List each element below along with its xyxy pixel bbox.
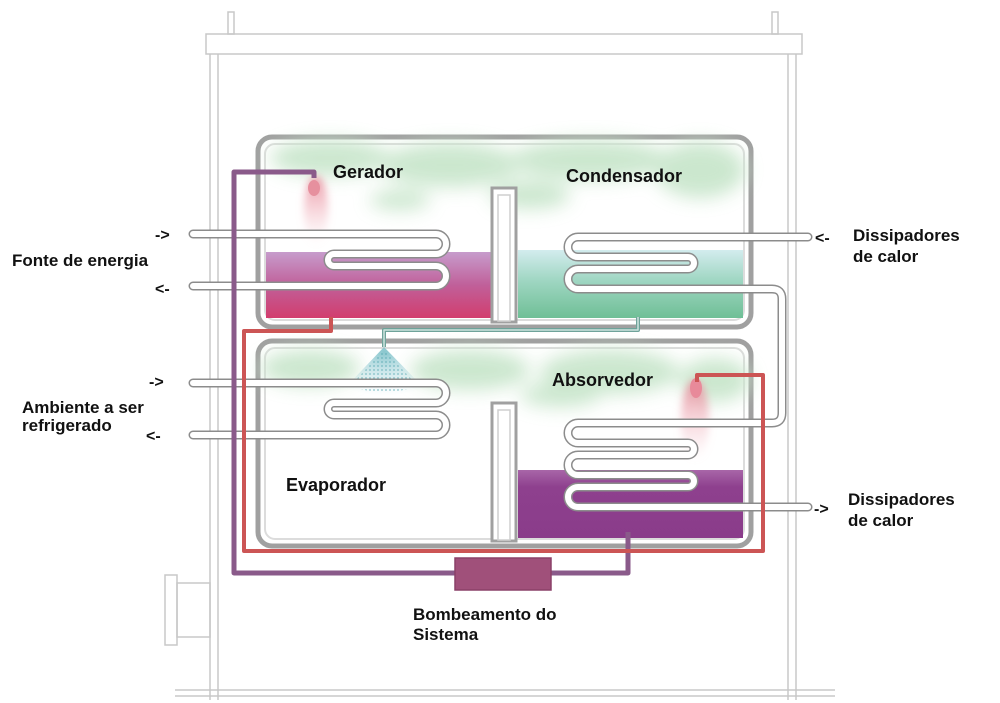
vapor-cloud: [270, 140, 745, 210]
label-bombeamento-line2: Sistema: [413, 625, 479, 644]
label-dissipadores-top-line2: de calor: [853, 247, 919, 266]
cabinet-frame: [164, 11, 835, 700]
red-pipe: [242, 317, 765, 553]
label-dissipadores-bottom-line2: de calor: [848, 511, 914, 530]
upper-vessel: [255, 134, 754, 330]
label-evaporador: Evaporador: [286, 475, 387, 495]
coils: [188, 229, 813, 512]
arrow-ambiente-in: ->: [149, 374, 164, 391]
label-gerador: Gerador: [333, 162, 404, 182]
arrow-dissipadores-top: <-: [815, 230, 830, 247]
label-absorvedor: Absorvedor: [552, 370, 654, 390]
vapor-cloud-lower: [260, 350, 750, 407]
arrow-fonte-out: <-: [155, 281, 170, 298]
piping: [231, 169, 765, 576]
label-ambiente-line2: refrigerado: [22, 416, 112, 435]
arrow-dissipadores-bottom: ->: [814, 501, 829, 518]
arrow-fonte-in: ->: [155, 227, 170, 244]
label-bombeamento-line1: Bombeamento do: [413, 605, 557, 624]
label-dissipadores-top-line1: Dissipadores: [853, 226, 960, 245]
arrow-ambiente-out: <-: [146, 428, 161, 445]
pump: [454, 557, 552, 591]
label-ambiente-line1: Ambiente a ser: [22, 398, 144, 417]
lower-vessel: [255, 338, 754, 549]
label-condensador: Condensador: [566, 166, 683, 186]
label-fonte-de-energia: Fonte de energia: [12, 251, 149, 270]
purple-pipe: [231, 169, 631, 576]
label-dissipadores-bottom-line1: Dissipadores: [848, 490, 955, 509]
